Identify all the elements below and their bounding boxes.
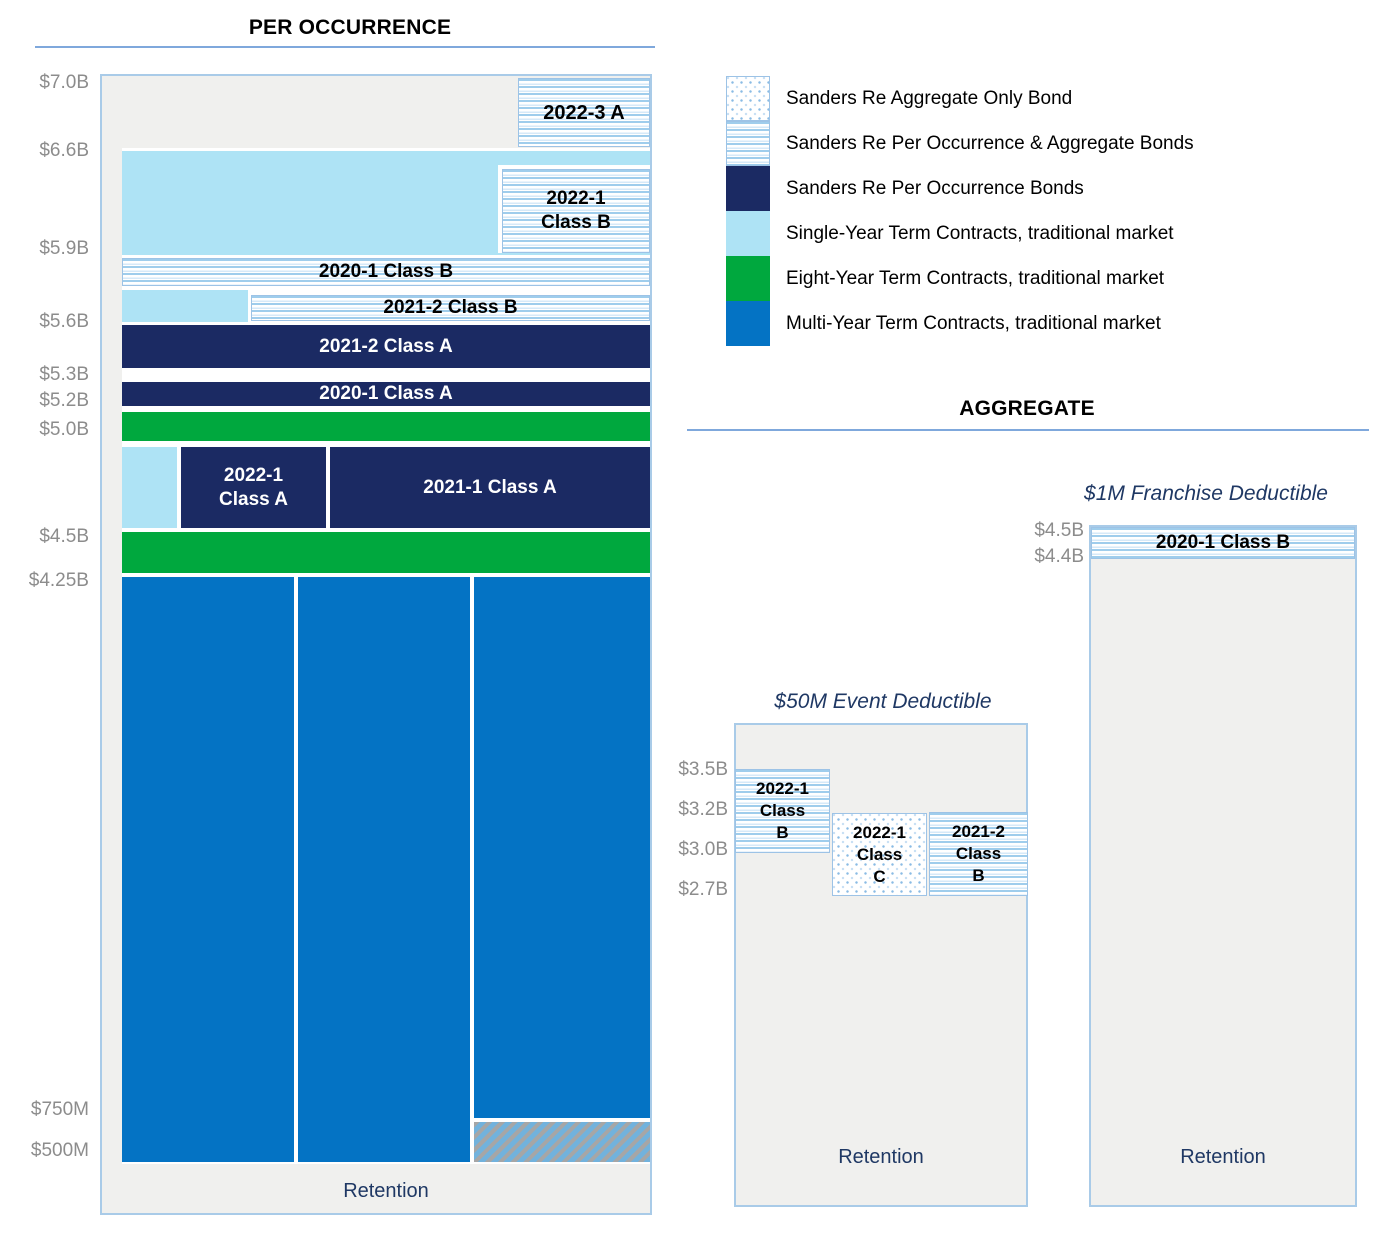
layer-2021-1-class-a: 2021-1 Class A — [330, 447, 650, 528]
layer-label-line: Class A — [219, 488, 288, 510]
layer-2021-2-class-a: 2021-2 Class A — [122, 325, 650, 368]
layer-label-line: 2022-1 — [853, 822, 906, 842]
event-deductible-chart-area — [734, 723, 1028, 1207]
layer-2021-2-class-b-aggregate: 2021-2 Class B — [929, 812, 1028, 896]
axis-tick: $4.25B — [28, 570, 89, 591]
axis-tick: $5.9B — [39, 238, 89, 259]
layer-2020-1-class-b-aggregate: 2020-1 Class B — [1091, 527, 1355, 559]
franchise-deductible-title: $1M Franchise Deductible — [1084, 482, 1328, 505]
legend-item: Sanders Re Per Occurrence Bonds — [726, 166, 1194, 211]
aggregate-title: AGGREGATE — [959, 397, 1095, 420]
legend-item-label: Sanders Re Per Occurrence & Aggregate Bo… — [786, 132, 1194, 154]
layer-eight-year-lower — [122, 532, 650, 573]
axis-tick: $5.2B — [39, 390, 89, 411]
axis-tick: $7.0B — [39, 72, 89, 93]
event-deductible-title: $50M Event Deductible — [774, 690, 992, 713]
axis-tick: $5.0B — [39, 419, 89, 440]
layer-label-line: Class — [856, 844, 903, 864]
layer-label-line: Class — [759, 801, 806, 820]
retention-column-1 — [122, 577, 294, 1162]
axis-tick: $4.5B — [39, 526, 89, 547]
layer-label: 2022-3 A — [543, 101, 625, 124]
layer-eight-year-upper — [122, 412, 650, 441]
single-year-contracts-swatch-icon — [726, 211, 770, 256]
axis-tick: $6.6B — [39, 140, 89, 161]
axis-tick: $5.3B — [39, 364, 89, 385]
axis-tick: $2.7B — [678, 879, 728, 900]
layer-label-line: Class — [955, 844, 1002, 863]
hatched-multi-year-block — [474, 1122, 650, 1162]
layer-label-line: 2022-1 — [546, 188, 606, 209]
layer-label-line: B — [972, 866, 985, 885]
retention-column-2 — [298, 577, 470, 1162]
layer-label-line: 2021-2 — [952, 822, 1005, 841]
legend-item: Single-Year Term Contracts, traditional … — [726, 211, 1194, 256]
layer-label-line: B — [776, 823, 789, 842]
axis-tick: $750M — [30, 1099, 89, 1120]
legend-item: Eight-Year Term Contracts, traditional m… — [726, 256, 1194, 301]
franchise-deductible-chart-area — [1089, 525, 1357, 1207]
legend-item-label: Eight-Year Term Contracts, traditional m… — [786, 267, 1165, 289]
legend-item-label: Sanders Re Per Occurrence Bonds — [786, 177, 1084, 199]
axis-tick: $500M — [30, 1140, 89, 1161]
legend-item-label: Multi-Year Term Contracts, traditional m… — [786, 312, 1161, 334]
per-occurrence-bond-swatch-icon — [726, 166, 770, 211]
per-occurrence-title: PER OCCURRENCE — [248, 16, 452, 39]
layer-label-line: 2022-1 — [223, 464, 284, 486]
layer-2021-2-class-b-lightblue — [122, 290, 248, 322]
axis-tick: $4.4B — [1034, 546, 1084, 567]
legend-item: Sanders Re Aggregate Only Bond — [726, 76, 1194, 121]
legend-item: Sanders Re Per Occurrence & Aggregate Bo… — [726, 121, 1194, 166]
eight-year-contracts-swatch-icon — [726, 256, 770, 301]
per-occurrence-title-underline — [35, 46, 655, 48]
per-occurrence-aggregate-bond-swatch-icon — [726, 121, 770, 166]
layer-2020-1-class-b: 2020-1 Class B — [122, 258, 650, 286]
layer-label-line: Class B — [541, 212, 611, 233]
layer-2022-1-class-a: 2022-1 Class A — [181, 447, 326, 528]
layer-single-year-strip — [122, 447, 177, 528]
layer-2020-1-class-a: 2020-1 Class A — [122, 382, 650, 406]
axis-tick: $3.0B — [678, 839, 728, 860]
layer-label: 2020-1 Class B — [1155, 532, 1291, 553]
layer-label-line: C — [873, 866, 886, 886]
layer-label: 2020-1 Class A — [319, 383, 453, 404]
legend-item-label: Sanders Re Aggregate Only Bond — [786, 87, 1073, 109]
axis-tick: $3.2B — [678, 799, 728, 820]
legend: Sanders Re Aggregate Only Bond Sanders R… — [726, 76, 1194, 346]
legend-item: Multi-Year Term Contracts, traditional m… — [726, 301, 1194, 346]
multi-year-contracts-swatch-icon — [726, 301, 770, 346]
retention-label: Retention — [1180, 1146, 1266, 1168]
aggregate-only-bond-swatch-icon — [726, 76, 770, 121]
layer-2022-1-class-c-aggregate: 2022-1 Class C — [832, 813, 927, 896]
layer-label: 2020-1 Class B — [318, 261, 454, 282]
retention-label: Retention — [838, 1146, 924, 1168]
axis-tick: $3.5B — [678, 759, 728, 780]
retention-label: Retention — [343, 1180, 429, 1202]
retention-column-3 — [474, 577, 650, 1118]
layer-label: 2021-1 Class A — [423, 476, 557, 498]
layer-label: 2021-2 Class A — [319, 335, 453, 357]
layer-2022-3-a: 2022-3 A — [518, 78, 650, 147]
layer-2022-1-class-b-aggregate: 2022-1 Class B — [735, 769, 830, 853]
aggregate-title-underline — [687, 429, 1369, 431]
layer-2022-1-class-b: 2022-1 Class B — [502, 169, 650, 253]
legend-item-label: Single-Year Term Contracts, traditional … — [786, 222, 1174, 244]
axis-tick: $5.6B — [39, 311, 89, 332]
layer-label-line: 2022-1 — [756, 779, 809, 798]
axis-tick: $4.5B — [1034, 520, 1084, 541]
layer-label: 2021-2 Class B — [383, 297, 518, 318]
layer-2021-2-class-b: 2021-2 Class B — [251, 295, 650, 321]
